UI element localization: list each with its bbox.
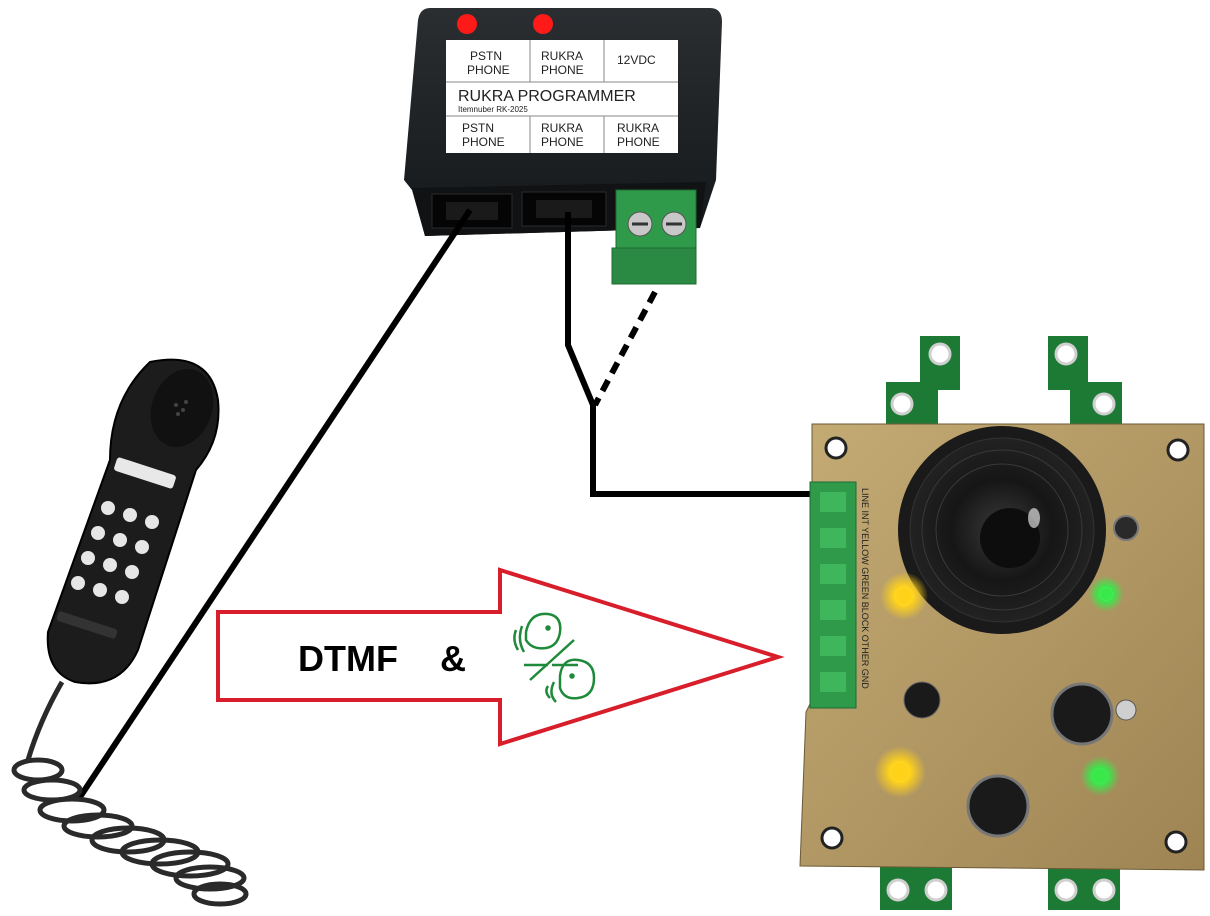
power-wire-dashed <box>592 290 658 407</box>
earpiece <box>150 369 214 447</box>
mounting-tab-top-right <box>1048 336 1122 426</box>
mounting-tab-top-left <box>886 336 960 426</box>
telephone-handset <box>11 358 249 907</box>
rj-port-pstn <box>431 193 513 229</box>
label-top-1-line2: PHONE <box>467 63 510 77</box>
label-bottom-3-line1: RUKRA <box>617 121 659 135</box>
speaker-screw <box>1113 515 1139 541</box>
mounting-tab-bottom-left <box>880 866 952 910</box>
button-bottom-center <box>966 774 1030 838</box>
intercom-module: LINE INT YELLOW GREEN BLOCK OTHER GND <box>799 336 1205 910</box>
label-top-2-line1: RUKRA <box>541 49 583 63</box>
screw-right <box>1115 699 1137 721</box>
rukra-intercom-wire <box>565 212 816 497</box>
arrow-label-dtmf: DTMF <box>298 638 398 679</box>
led-green-1 <box>1100 588 1112 600</box>
arrow-connector-ampersand: & <box>440 638 466 679</box>
rukra-programmer-box: PSTN PHONE RUKRA PHONE 12VDC RUKRA PROGR… <box>404 8 722 285</box>
display-window <box>114 457 176 489</box>
mounting-tab-bottom-right <box>1048 866 1120 910</box>
programmer-label: PSTN PHONE RUKRA PHONE 12VDC RUKRA PROGR… <box>446 40 678 153</box>
label-bottom-2-line2: PHONE <box>541 135 584 149</box>
signal-arrow: DTMF & <box>216 567 785 747</box>
label-top-3-line1: 12VDC <box>617 53 656 67</box>
label-bottom-1-line1: PSTN <box>462 121 494 135</box>
led-yellow-2 <box>891 763 909 781</box>
board-hole-br <box>1164 830 1188 854</box>
label-top-2-line2: PHONE <box>541 63 584 77</box>
terminal-labels: LINE INT YELLOW GREEN BLOCK OTHER GND <box>860 488 870 689</box>
keypad <box>71 501 159 604</box>
button-top-right <box>1050 682 1114 746</box>
label-top-1-line1: PSTN <box>470 49 502 63</box>
led-green-2 <box>1093 769 1107 783</box>
speaker <box>898 426 1106 634</box>
mic-1 <box>903 681 941 719</box>
label-bottom-2-line1: RUKRA <box>541 121 583 135</box>
rj-port-rukra <box>521 191 607 227</box>
red-led-1 <box>457 14 477 34</box>
pstn-phone-wire <box>75 208 473 802</box>
power-terminal-block <box>611 189 697 285</box>
programmer-item-number: Itemnuber RK-2025 <box>458 105 528 114</box>
programmer-title: RUKRA PROGRAMMER <box>458 88 636 105</box>
intercom-terminal-strip: LINE INT YELLOW GREEN BLOCK OTHER GND <box>809 481 870 709</box>
earpiece-holes <box>174 400 188 416</box>
function-bar <box>56 611 118 639</box>
label-bottom-3-line2: PHONE <box>617 135 660 149</box>
board-hole-tl <box>824 436 848 460</box>
label-bottom-1-line2: PHONE <box>462 135 505 149</box>
board-hole-bl <box>820 826 844 850</box>
talk-listen-icon <box>513 612 596 703</box>
board-hole-tr <box>1166 438 1190 462</box>
red-led-2 <box>533 14 553 34</box>
wires <box>75 208 816 802</box>
coiled-cord <box>11 680 249 907</box>
led-yellow-1 <box>896 588 912 604</box>
